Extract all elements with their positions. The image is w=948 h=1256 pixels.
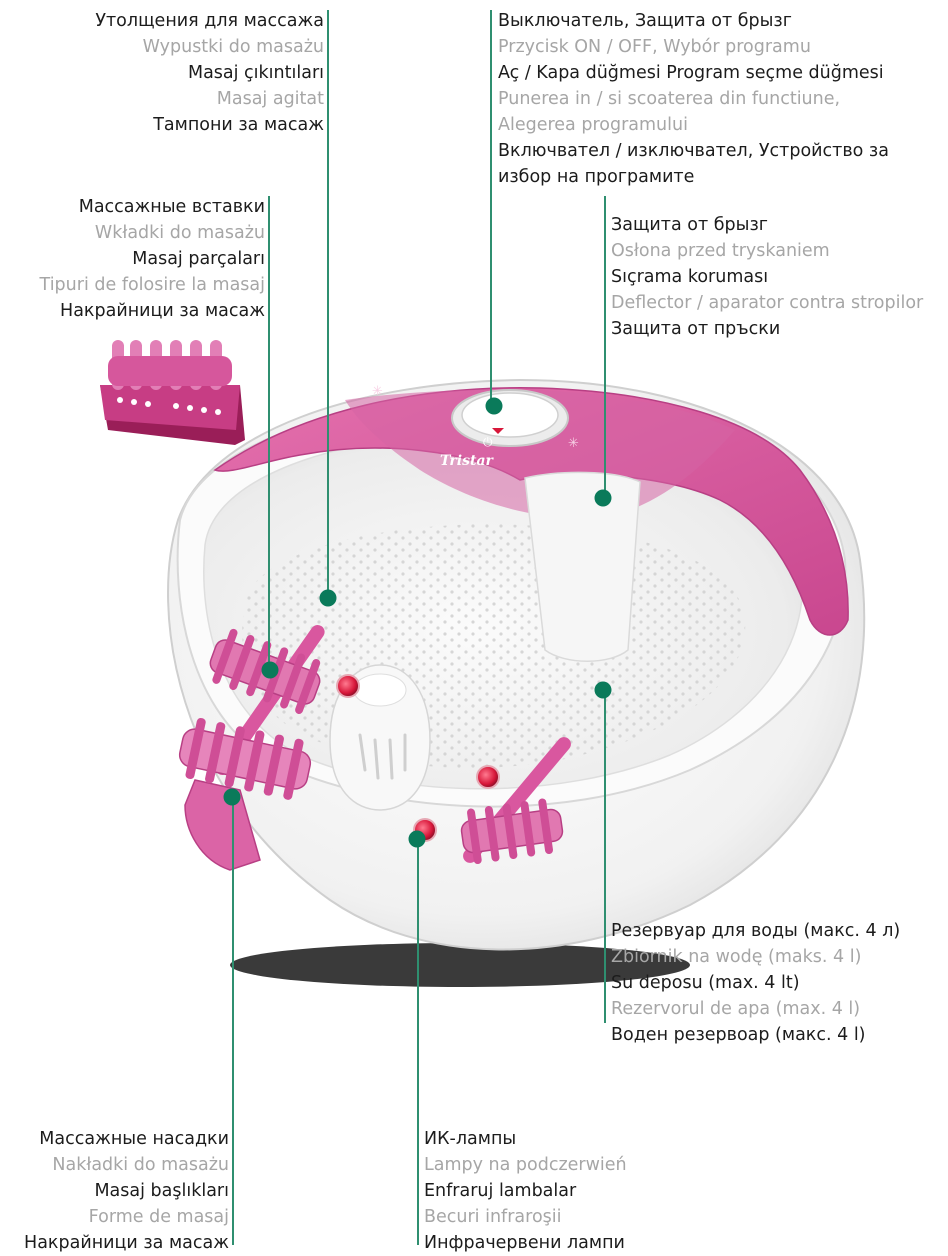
dot-massage-bumps xyxy=(320,590,337,607)
leader-line-massage-inserts xyxy=(268,196,270,670)
label-line: Накрайници за масаж xyxy=(24,1230,229,1256)
leader-line-massage-bumps xyxy=(327,10,329,598)
label-power-switch: Выключатель, Защита от брызг Przycisk ON… xyxy=(498,8,889,190)
label-massage-bumps: Утолщения для массажа Wypustki do masażu… xyxy=(95,8,324,138)
label-line: ИК-лампы xyxy=(424,1126,627,1152)
dot-power-switch xyxy=(486,398,503,415)
leader-line-power-switch xyxy=(490,10,492,406)
leader-line-massage-attachments xyxy=(232,797,234,1245)
label-line: Sıçrama koruması xyxy=(611,264,923,290)
control-knob xyxy=(462,393,558,437)
label-line: Воден резервоар (макс. 4 l) xyxy=(611,1022,900,1048)
leader-line-splash-guard xyxy=(604,196,606,498)
label-water-tank: Резервуар для воды (макс. 4 л) Zbiornik … xyxy=(611,918,900,1048)
power-symbol: ⏻ xyxy=(483,435,493,449)
label-line: Тампони за масаж xyxy=(95,112,324,138)
label-massage-inserts: Массажные вставки Wkładki do masażu Masa… xyxy=(40,194,265,324)
label-line: избор на програмите xyxy=(498,164,889,190)
label-line: Osłona przed tryskaniem xyxy=(611,238,923,264)
heat-symbol-right: ✳ xyxy=(568,436,579,451)
label-line: Nakładki do masażu xyxy=(24,1152,229,1178)
leader-line-water-tank xyxy=(604,690,606,1023)
label-line: Массажные насадки xyxy=(24,1126,229,1152)
label-line: Массажные вставки xyxy=(40,194,265,220)
bubble-dome-top xyxy=(354,674,406,706)
dot-splash-guard xyxy=(595,490,612,507)
label-line: Masaj agitat xyxy=(95,86,324,112)
label-line: Alegerea programului xyxy=(498,112,889,138)
label-line: Wypustki do masażu xyxy=(95,34,324,60)
label-line: Su deposu (max. 4 lt) xyxy=(611,970,900,996)
label-line: Tipuri de folosire la masaj xyxy=(40,272,265,298)
label-line: Накрайници за масаж xyxy=(40,298,265,324)
label-line: Zbiornik na wodę (maks. 4 l) xyxy=(611,944,900,970)
label-splash-guard: Защита от брызг Osłona przed tryskaniem … xyxy=(611,212,923,342)
label-line: Инфрачервени лампи xyxy=(424,1230,627,1256)
label-line: Becuri infraroşii xyxy=(424,1204,627,1230)
label-massage-attachments: Массажные насадки Nakładki do masażu Mas… xyxy=(24,1126,229,1256)
label-line: Wkładki do masażu xyxy=(40,220,265,246)
heat-symbol-left: ✳ xyxy=(372,384,383,399)
label-line: Rezervorul de apa (max. 4 l) xyxy=(611,996,900,1022)
label-line: Forme de masaj xyxy=(24,1204,229,1230)
label-line: Masaj çıkıntıları xyxy=(95,60,324,86)
label-line: Резервуар для воды (макс. 4 л) xyxy=(611,918,900,944)
label-line: Включвател / изключвател, Устройство за xyxy=(498,138,889,164)
label-line: Aç / Kapa düğmesi Program seçme düğmesi xyxy=(498,60,889,86)
label-line: Deflector / aparator contra stropilor xyxy=(611,290,923,316)
brand-logo: Tristar xyxy=(440,453,495,469)
label-line: Masaj başlıkları xyxy=(24,1178,229,1204)
label-line: Masaj parçaları xyxy=(40,246,265,272)
label-line: Утолщения для массажа xyxy=(95,8,324,34)
ir-lamp-2 xyxy=(477,766,499,788)
label-line: Enfraruj lambalar xyxy=(424,1178,627,1204)
ir-lamp-1 xyxy=(337,675,359,697)
label-line: Защита от брызг xyxy=(611,212,923,238)
label-ir-lamps: ИК-лампы Lampy na podczerwień Enfraruj l… xyxy=(424,1126,627,1256)
label-line: Przycisk ON / OFF, Wybór programu xyxy=(498,34,889,60)
leader-line-ir-lamps xyxy=(417,839,419,1245)
dot-massage-attachments xyxy=(224,789,241,806)
detached-massage-insert xyxy=(100,340,245,445)
dot-massage-inserts xyxy=(262,662,279,679)
label-line: Защита от пръски xyxy=(611,316,923,342)
label-line: Lampy na podczerwień xyxy=(424,1152,627,1178)
label-line: Punerea in / si scoaterea din functiune, xyxy=(498,86,889,112)
dot-water-tank xyxy=(595,682,612,699)
label-line: Выключатель, Защита от брызг xyxy=(498,8,889,34)
dot-ir-lamps xyxy=(409,831,426,848)
